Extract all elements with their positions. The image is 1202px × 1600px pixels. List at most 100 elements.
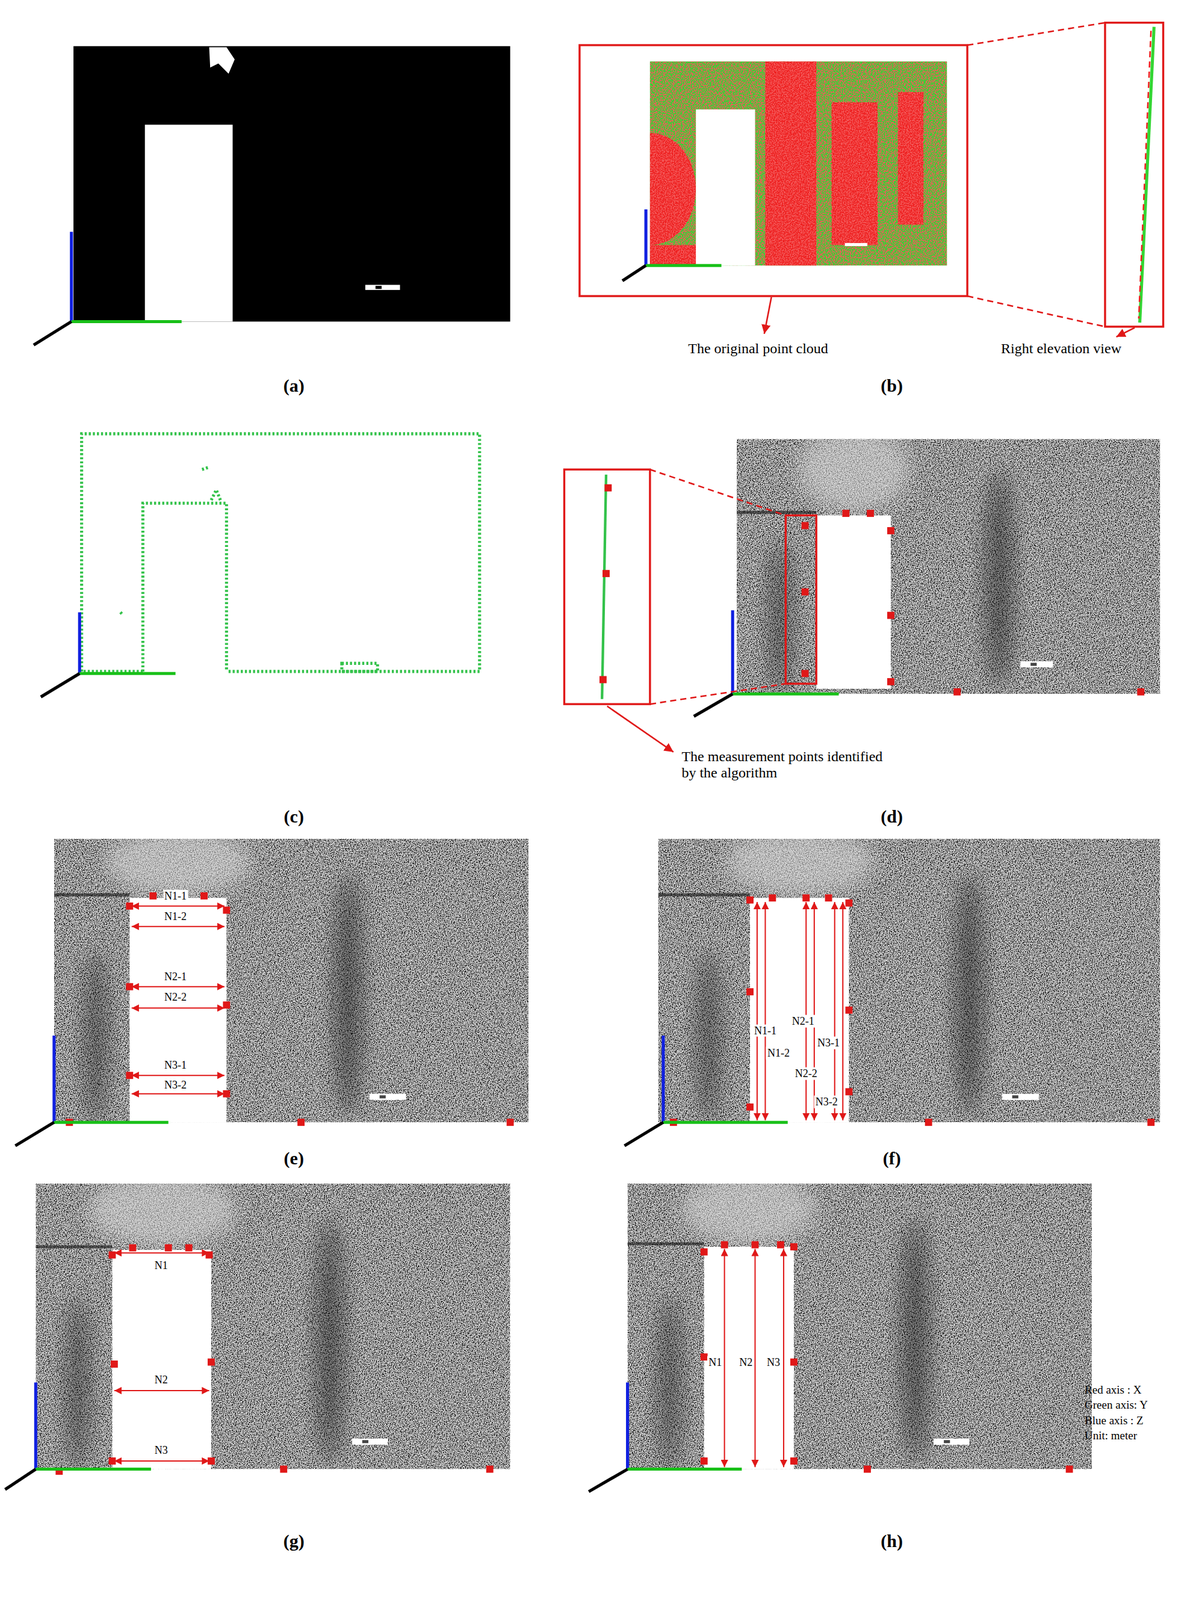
measurement-point	[863, 1466, 871, 1474]
measurement-point	[149, 892, 157, 900]
door-opening	[704, 1247, 794, 1470]
measurement-point	[790, 1457, 798, 1466]
light-patch	[87, 1183, 236, 1248]
elevation-profile	[1138, 30, 1151, 319]
panel-b	[579, 22, 1164, 338]
measurement-point	[1136, 688, 1145, 696]
measurement-point	[768, 894, 776, 902]
dimension-label: N3-1	[816, 1037, 841, 1050]
dimension-arrow	[131, 1093, 225, 1095]
measurement-point	[790, 1243, 798, 1251]
measurement-point	[802, 894, 810, 902]
measurement-point	[845, 1006, 853, 1015]
dimension-label: N2	[153, 1373, 170, 1387]
axis-legend: Red axis : X	[1084, 1383, 1142, 1398]
dark-seam	[35, 1245, 112, 1249]
dimension-arrow	[131, 986, 225, 988]
z-axis	[52, 1035, 56, 1123]
scan-gap	[1002, 1094, 1039, 1101]
y-axis	[645, 264, 722, 268]
point-cloud-group	[54, 839, 529, 1123]
measurement-point	[887, 678, 895, 686]
dimension-label: N3	[765, 1356, 782, 1370]
axis-legend: Green axis: Y	[1084, 1398, 1148, 1413]
point-cloud-group	[627, 1183, 1092, 1470]
dark-band	[334, 875, 363, 1115]
scan-gap	[375, 285, 382, 289]
panel-caption: (d)	[880, 805, 903, 828]
point-cloud-group	[35, 1183, 510, 1470]
scan-gap	[1012, 1095, 1019, 1099]
y-axis	[79, 672, 176, 676]
panel-caption: (f)	[882, 1147, 902, 1169]
leader-arrow	[764, 297, 772, 335]
measurement-point	[790, 1359, 798, 1367]
measurement-point	[506, 1118, 515, 1127]
zoom-link	[650, 469, 786, 516]
door-opening	[111, 1250, 211, 1470]
zoom-frame	[785, 515, 817, 685]
scan-gap	[1020, 661, 1053, 668]
callout-text: The original point cloud	[687, 340, 829, 358]
door-opening	[129, 898, 227, 1123]
dimension-arrow	[114, 1390, 210, 1392]
panel-e	[15, 830, 529, 1147]
zoom-link	[967, 22, 1106, 46]
dimension-label: N2	[737, 1356, 754, 1370]
measurement-point	[602, 570, 610, 578]
zoom-link	[967, 296, 1106, 327]
x-axis	[624, 1122, 663, 1147]
measurement-point	[185, 1244, 193, 1252]
x-axis	[693, 693, 733, 717]
x-axis	[622, 265, 646, 281]
measurement-point	[297, 1118, 305, 1127]
measurement-point	[746, 988, 754, 996]
measurement-point	[1147, 1118, 1155, 1127]
light-patch	[681, 1183, 817, 1245]
door-opening	[816, 515, 891, 690]
dimension-arrow	[805, 902, 807, 1121]
light-patch	[105, 839, 251, 896]
point-cloud	[73, 46, 511, 323]
light-patch	[725, 839, 874, 896]
y-axis	[71, 320, 182, 324]
dimension-label: N3-2	[814, 1096, 840, 1109]
measurement-point	[599, 676, 607, 684]
panel-caption: (a)	[283, 375, 305, 397]
door-opening	[749, 898, 849, 1123]
panel-g	[4, 1173, 510, 1490]
dark-band	[65, 1298, 91, 1470]
y-axis	[663, 1121, 788, 1125]
measurement-point	[110, 1360, 118, 1369]
leader-arrow	[1116, 328, 1136, 338]
panel-caption: (h)	[880, 1530, 903, 1552]
measurement-point	[1065, 1466, 1074, 1474]
door-opening	[695, 109, 755, 266]
dark-band	[984, 471, 1014, 687]
measurement-point	[866, 509, 874, 518]
measurement-point	[953, 688, 961, 696]
boundary-points	[202, 467, 209, 470]
measurement-point	[801, 588, 809, 596]
dimension-arrow	[813, 902, 815, 1121]
light-patch	[797, 438, 910, 512]
y-axis	[54, 1121, 169, 1125]
scan-gap	[1030, 662, 1037, 666]
panel-c	[40, 433, 480, 698]
panel-caption: (c)	[284, 805, 304, 828]
measurement-point	[128, 1244, 137, 1252]
axis-legend: Blue axis : Z	[1084, 1414, 1144, 1428]
dimension-arrow	[131, 926, 225, 928]
z-axis	[644, 209, 648, 266]
measurement-point	[845, 1088, 853, 1096]
dimension-arrow	[131, 1007, 225, 1009]
dimension-label: N2-1	[163, 970, 188, 984]
panel-d	[563, 427, 1160, 753]
y-axis	[732, 692, 839, 696]
boundary-points	[341, 663, 378, 672]
scan-gap	[933, 1439, 970, 1446]
dimension-arrow	[842, 902, 844, 1121]
dimension-label: N2-1	[790, 1015, 816, 1029]
